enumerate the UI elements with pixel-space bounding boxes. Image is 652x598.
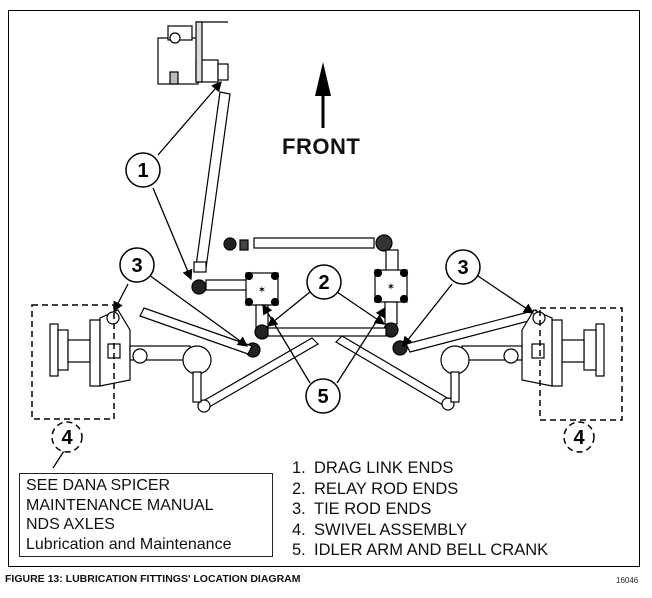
drag-link: [191, 91, 231, 295]
callout-3-right: 3: [445, 249, 481, 285]
callout-4-left: 4: [51, 421, 83, 453]
note-line: Lubrication and Maintenance: [26, 535, 232, 553]
legend-item-number: 2.: [292, 479, 306, 498]
legend-item-number: 3.: [292, 500, 306, 518]
legend-item-label: RELAY ROD ENDS: [314, 479, 459, 498]
note-line: SEE DANA SPICER: [26, 477, 171, 494]
center-rod: [267, 327, 387, 337]
figure-frame: [8, 10, 640, 567]
figure-id: 16046: [616, 576, 639, 585]
note-line: NDS AXLES: [26, 516, 115, 533]
callout-2-number: 2: [318, 272, 329, 294]
callout-4-left-number: 4: [61, 427, 73, 449]
callout-3-left: 3: [119, 247, 155, 283]
legend-item: 3. TIE ROD ENDS: [292, 499, 548, 520]
front-label: FRONT: [282, 134, 361, 159]
relay-rod: [223, 234, 393, 252]
callout-1: 1: [125, 152, 161, 188]
callout-4-right-number: 4: [573, 427, 585, 449]
bell-crank: ✶: [205, 271, 280, 358]
note-line: MAINTENANCE MANUAL: [26, 496, 214, 514]
tie-rods: [139, 307, 541, 413]
callout-3-left-number: 3: [131, 255, 142, 277]
legend-item: 2. RELAY ROD ENDS: [292, 479, 548, 500]
maintenance-note-box: SEE DANA SPICER MAINTENANCE MANUAL NDS A…: [19, 473, 273, 557]
callout-5: 5: [305, 378, 341, 414]
legend-item-label: TIE ROD ENDS: [314, 500, 432, 518]
legend-list: 1. DRAG LINK ENDS 2. RELAY ROD ENDS 3. TIE …: [292, 458, 548, 561]
steering-gear: [157, 21, 229, 85]
right-axle-assembly: [440, 309, 605, 403]
figure-caption: FIGURE 13: LUBRICATION FITTINGS' LOCATIO…: [5, 573, 301, 585]
svg-text:✶: ✶: [258, 285, 266, 296]
legend-item-label: DRAG LINK ENDS: [314, 459, 454, 477]
svg-text:✶: ✶: [387, 282, 395, 293]
legend-item-number: 5.: [292, 541, 306, 559]
callout-1-number: 1: [137, 160, 148, 182]
legend-item-label: SWIVEL ASSEMBLY: [314, 520, 468, 539]
callout-5-number: 5: [317, 386, 328, 408]
idler-arm: ✶: [373, 249, 409, 356]
leader-lines: [52, 81, 535, 469]
legend-item-number: 1.: [292, 459, 306, 477]
legend-item-number: 4.: [292, 520, 306, 539]
swivel-box-right: [539, 307, 623, 421]
legend-item: 4. SWIVEL ASSEMBLY: [292, 520, 548, 541]
swivel-box-left: [31, 304, 115, 420]
legend-item: 1. DRAG LINK ENDS: [292, 458, 548, 479]
callout-4-right: 4: [563, 421, 595, 453]
callout-2: 2: [306, 264, 342, 300]
left-axle-assembly: [49, 309, 212, 403]
legend-item-label: IDLER ARM AND BELL CRANK: [314, 541, 549, 559]
callout-3-right-number: 3: [457, 257, 468, 279]
legend-item: 5. IDLER ARM AND BELL CRANK: [292, 540, 548, 561]
front-arrow-icon: [315, 62, 331, 128]
